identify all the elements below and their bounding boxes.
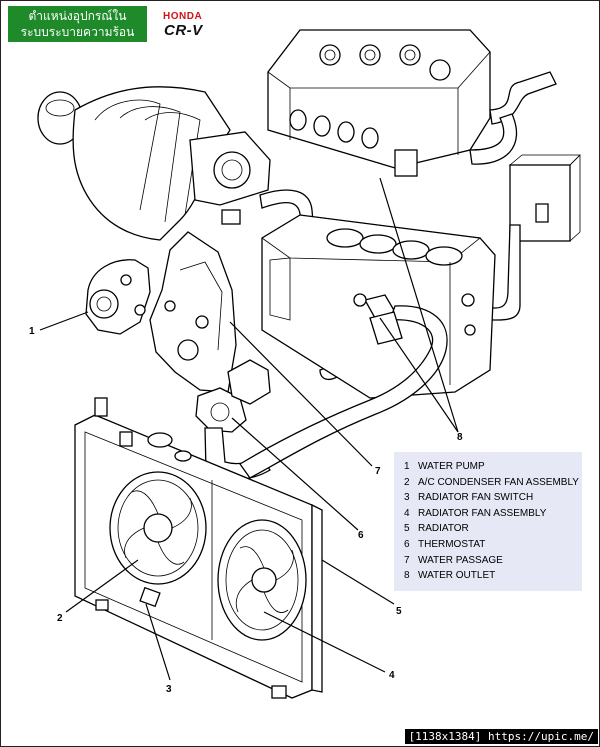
legend-number: 4	[404, 507, 410, 519]
legend-label: RADIATOR	[418, 523, 469, 535]
legend-number: 3	[404, 492, 410, 504]
legend-row: 2 A/C CONDENSER FAN ASSEMBLY	[404, 477, 582, 493]
legend-number: 2	[404, 476, 410, 488]
thai-title-line-2: ระบบระบายความร้อน	[20, 25, 135, 39]
legend-number: 5	[404, 523, 410, 535]
water-pump	[85, 259, 151, 335]
callout-7: 7	[375, 466, 381, 477]
condenser-fan	[109, 471, 207, 585]
thai-title-line-1: ตำแหน่งอุปกรณ์ใน	[28, 9, 127, 23]
legend-label: RADIATOR FAN ASSEMBLY	[418, 507, 547, 519]
legend-row: 5 RADIATOR	[404, 523, 582, 539]
callout-5: 5	[396, 606, 402, 617]
legend-label: THERMOSTAT	[418, 538, 486, 550]
legend-row: 7 WATER PASSAGE	[404, 555, 582, 571]
legend-label: WATER PUMP	[418, 461, 485, 472]
legend-label: WATER PASSAGE	[418, 554, 503, 566]
legend-label: RADIATOR FAN SWITCH	[418, 492, 534, 504]
thermostat	[195, 359, 271, 433]
honda-logo-text: HONDA	[163, 11, 203, 22]
radiator-mounts	[95, 599, 287, 699]
legend-label: WATER OUTLET	[418, 570, 496, 582]
cylinder-head	[267, 29, 491, 177]
upper-right-hoses	[419, 71, 581, 321]
callout-2: 2	[57, 613, 63, 624]
water-passage	[149, 231, 237, 393]
upper-radiator-hose	[239, 305, 448, 479]
callout-8: 8	[457, 432, 463, 443]
legend-row: 1 WATER PUMP	[404, 461, 582, 477]
legend-row: 8 WATER OUTLET	[404, 570, 582, 586]
callout-1: 1	[29, 326, 35, 337]
legend-number: 6	[404, 538, 410, 550]
radiator-fan-switch	[139, 586, 161, 608]
leader-lines	[39, 177, 459, 681]
engine-block	[261, 214, 496, 399]
legend-number: 1	[404, 461, 410, 472]
legend-row: 4 RADIATOR FAN ASSEMBLY	[404, 508, 582, 524]
callout-4: 4	[389, 670, 395, 681]
legend-number: 7	[404, 554, 410, 566]
legend-number: 8	[404, 570, 410, 582]
callout-3: 3	[166, 684, 172, 695]
legend-row: 6 THERMOSTAT	[404, 539, 582, 555]
legend-label: A/C CONDENSER FAN ASSEMBLY	[418, 476, 579, 488]
legend-row: 3 RADIATOR FAN SWITCH	[404, 492, 582, 508]
thai-title-badge: ตำแหน่งอุปกรณ์ใน ระบบระบายความร้อน	[8, 6, 147, 42]
crv-model-text: CR-V	[164, 22, 203, 39]
callout-6: 6	[358, 530, 364, 541]
intake-manifold	[37, 86, 271, 241]
radiator-fan	[217, 519, 307, 641]
image-host-footer: [1138x1384] https://upic.me/	[404, 729, 598, 744]
